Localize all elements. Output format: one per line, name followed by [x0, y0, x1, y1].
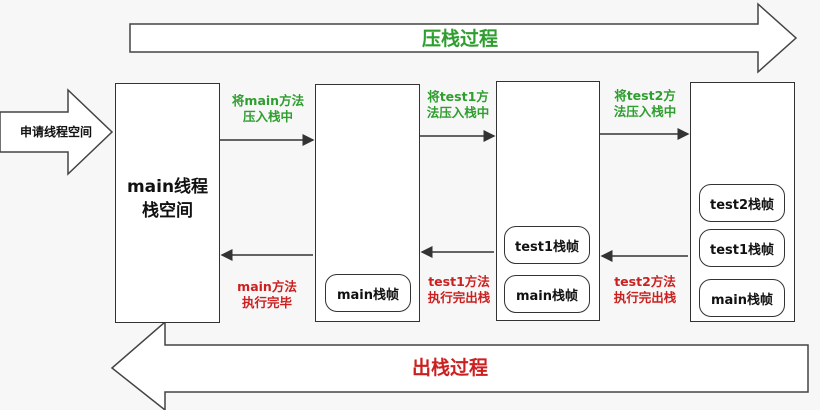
stack3-frame-main: main栈帧 [699, 279, 785, 317]
apply-space-arrow [0, 88, 114, 176]
stack3-frame-test2: test2栈帧 [699, 184, 785, 222]
push-step-3-label: 将test2方 法压入栈中 [600, 88, 690, 120]
main-stack-space-line1: main线程 [126, 177, 209, 197]
stack3-frame-test1: test1栈帧 [699, 229, 785, 267]
apply-thread-space-label: 申请线程空间 [19, 125, 92, 139]
stack2-frame-main: main栈帧 [504, 275, 590, 313]
pop-step-3-label: test2方法 执行完出栈 [600, 274, 690, 306]
main-stack-space [115, 83, 220, 323]
pop-step-3-line1: test2方法 [614, 274, 676, 289]
push-step-2-line2: 法压入栈中 [426, 105, 490, 120]
push-step-1-line2: 压入栈中 [242, 109, 293, 124]
push-step-2-line1: 将test1方 [427, 89, 489, 104]
stack2-frame-test1: test1栈帧 [504, 226, 590, 264]
main-stack-space-line2: 栈空间 [142, 201, 193, 221]
push-banner: 压栈过程 [421, 28, 498, 50]
pop-process-arrow [110, 320, 809, 410]
push-step-1-line1: 将main方法 [231, 93, 305, 108]
push-step-1-label: 将main方法 压入栈中 [222, 93, 314, 125]
pop-step-1-label: main方法 执行完毕 [222, 279, 312, 311]
pop-step-2-line1: test1方法 [428, 274, 490, 289]
pop-step-3-line2: 执行完出栈 [613, 290, 677, 305]
main-stack-space-label: main线程 栈空间 [115, 175, 220, 223]
pop-step-1-line2: 执行完毕 [241, 295, 292, 310]
push-step-3-line1: 将test2方 [614, 88, 676, 103]
push-step-3-line2: 法压入栈中 [613, 104, 677, 119]
pop-step-2-line2: 执行完出栈 [427, 290, 491, 305]
push-process-arrow [129, 2, 798, 74]
push-step-2-label: 将test1方 法压入栈中 [414, 89, 502, 121]
stack1-frame-main: main栈帧 [325, 274, 411, 312]
pop-step-2-label: test1方法 执行完出栈 [416, 274, 502, 306]
pop-banner: 出栈过程 [411, 357, 488, 379]
pop-step-1-line1: main方法 [237, 279, 297, 294]
